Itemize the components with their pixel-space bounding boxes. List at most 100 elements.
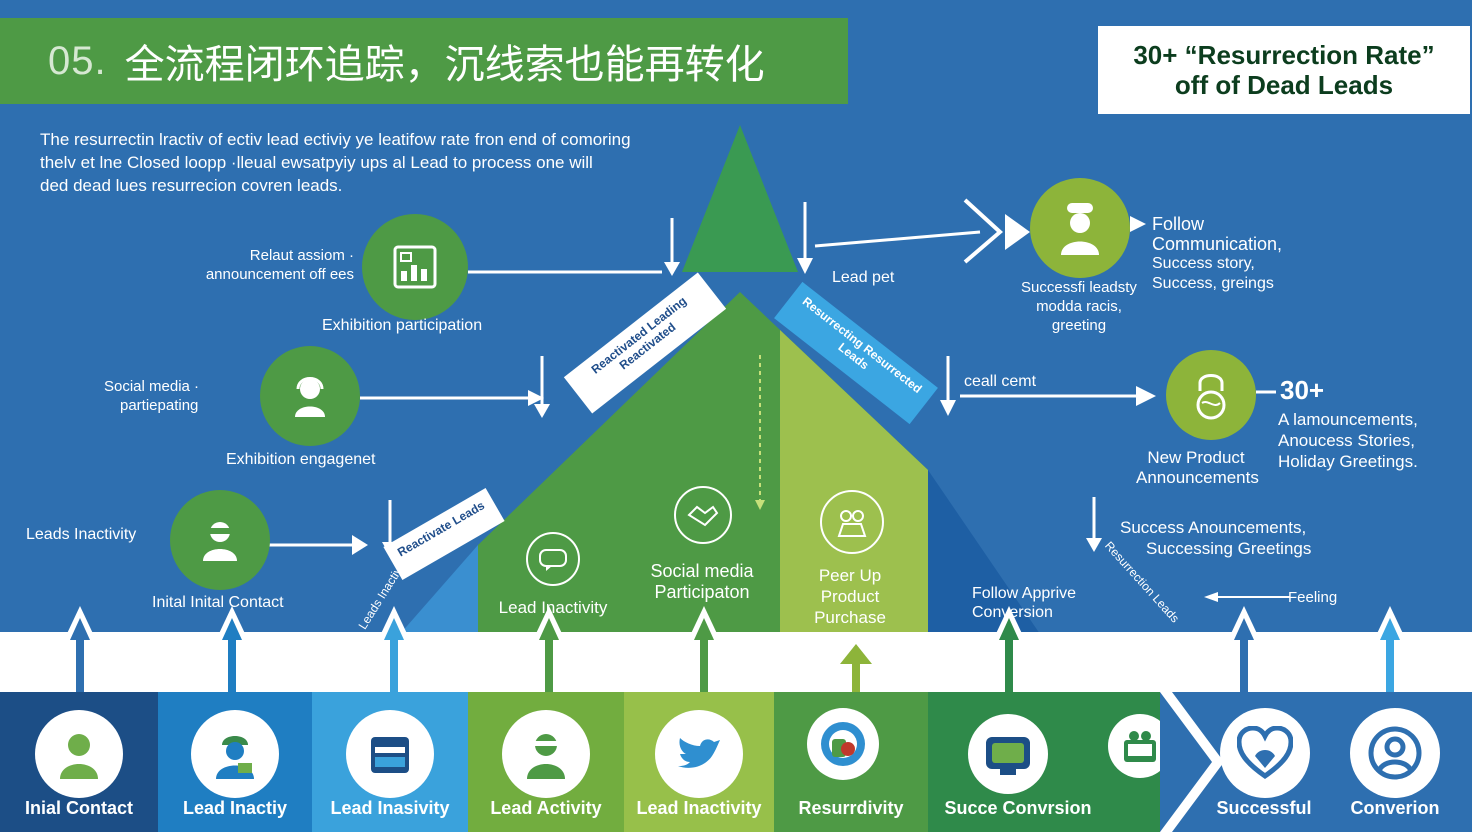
left-node-3-circle xyxy=(170,490,270,590)
left-node-3-side-label: Leads Inactivity xyxy=(26,526,137,543)
left-node-1-caption: Exhibition participation xyxy=(322,317,483,334)
pyramid-col-3-icon-wrap xyxy=(820,490,884,554)
bottom-tile-1-label: Inial Contact xyxy=(24,798,133,818)
bottom-tile-6-label: Resurrdivity xyxy=(798,798,904,818)
arrow-head xyxy=(352,535,368,555)
up-arrows xyxy=(64,606,1406,692)
stat-box: 30+ “Resurrection Rate” off of Dead Lead… xyxy=(1098,26,1470,114)
arrow-head xyxy=(528,390,544,406)
feeling-label: Feeling xyxy=(1288,589,1338,606)
connector-line xyxy=(814,230,981,248)
stat-line-2: off of Dead Leads xyxy=(1174,70,1394,100)
arrow-head xyxy=(1204,592,1218,602)
up-arrow xyxy=(993,606,1025,692)
bottom-tile-10-label: Converion xyxy=(1350,798,1440,818)
bottom-tile-3: Lead Inasivity xyxy=(312,692,468,832)
pyramid-col-2-icon-wrap xyxy=(674,486,732,544)
up-arrow xyxy=(688,606,720,692)
arrow-head xyxy=(664,262,680,276)
up-arrow xyxy=(64,606,96,692)
lock-globe-icon xyxy=(1196,374,1226,420)
exhibition-board-icon xyxy=(393,245,437,289)
bottom-tile-5-label: Lead Inactivity xyxy=(636,798,762,818)
speech-bubble-icon xyxy=(539,549,567,571)
bottom-tile-9 xyxy=(1220,708,1310,798)
bottom-tile-7: Succe Convrsion xyxy=(928,692,1172,832)
title-number: 05. xyxy=(48,38,107,83)
person-icon xyxy=(60,734,98,779)
up-arrow xyxy=(840,644,872,692)
pyramid-peak xyxy=(682,125,798,272)
arrow-head xyxy=(1086,538,1102,552)
left-node-3-caption: Inital Inital Contact xyxy=(152,594,284,611)
person-icon xyxy=(527,734,565,779)
lead-pet-label: Lead pet xyxy=(832,269,895,286)
left-node-1-circle xyxy=(362,214,468,320)
heart-icon xyxy=(1237,726,1293,780)
up-arrow xyxy=(1228,606,1260,692)
chef-person-icon xyxy=(1061,203,1099,255)
intro-line-1: The resurrectin lractiv of ectiv lead ec… xyxy=(40,130,631,149)
pyramid-col-1-icon-wrap xyxy=(526,532,580,586)
arrow-head xyxy=(534,404,550,418)
page-title: 全流程闭环追踪，沉线索也能再转化 xyxy=(124,42,765,88)
device-icon xyxy=(986,737,1030,775)
person-icon xyxy=(203,522,237,561)
right-node-2-circle xyxy=(1166,350,1256,440)
bottom-tile-5: Lead Inactivity xyxy=(624,692,774,832)
intro-line-2: thelv et lne Closed loopp ·lleual ewsatp… xyxy=(40,153,593,172)
intro-text: The resurrectin lractiv of ectiv lead ec… xyxy=(40,128,720,197)
target-icon xyxy=(821,722,865,766)
bottom-tile-3-label: Lead Inasivity xyxy=(330,798,450,818)
bottom-tile-2-label: Lead Inactiy xyxy=(182,798,288,818)
left-node-2-side-label: Social media · partiepating xyxy=(104,378,200,414)
bottom-tile-7-label: Succe Convrsion xyxy=(944,798,1092,818)
bottom-tile-4-label: Lead Activity xyxy=(490,798,602,818)
pyramid-right-edge xyxy=(928,470,1040,634)
right-connectors xyxy=(797,198,1290,602)
ceall-cemt-label: ceall cemt xyxy=(964,373,1037,390)
right-node-1-caption: Successfi leadsty modda racis, greeting xyxy=(1021,279,1137,334)
person-circle-icon xyxy=(1368,726,1422,780)
bottom-tile-1: Inial Contact xyxy=(0,692,158,832)
left-node-2-caption: Exhibition engagenet xyxy=(226,451,376,468)
headset-person-icon xyxy=(295,377,325,417)
arrow-head xyxy=(1136,386,1156,406)
arrow-head xyxy=(1005,214,1030,250)
intro-line-3: ded dead lues resurrecion covren leads. xyxy=(40,176,343,195)
right-node-2-stat: 30+ xyxy=(1280,375,1325,405)
right-node-1-side-text: Follow Communication, Success story, Suc… xyxy=(1152,214,1283,292)
calendar-icon xyxy=(371,737,409,773)
pyramid-left-edge xyxy=(400,545,478,634)
bottom-tile-2: Lead Inactiy xyxy=(158,692,312,832)
white-band xyxy=(0,632,1472,692)
title-bar: 05. 全流程闭环追踪，沉线索也能再转化 xyxy=(0,18,848,104)
bird-icon xyxy=(678,738,720,768)
pyramid-col-2-label: Social media Participaton xyxy=(650,561,754,602)
worker-icon xyxy=(216,736,254,779)
arrow-head xyxy=(1130,216,1146,232)
pyramid-col-3-label: Peer Up Product Purchase xyxy=(814,566,886,627)
arrow-head xyxy=(940,400,956,416)
right-node-2-side-text: A lamouncements, Anoucess Stories, Holid… xyxy=(1278,410,1418,471)
up-arrow xyxy=(1374,606,1406,692)
up-arrow xyxy=(378,606,410,692)
gift-icon xyxy=(1124,731,1156,762)
up-arrow xyxy=(216,606,248,692)
dashed-arrow-head xyxy=(755,500,765,510)
arrow-head xyxy=(797,258,813,274)
stat-line-1: 30+ “Resurrection Rate” xyxy=(1133,40,1435,70)
handshake-icon xyxy=(687,505,719,527)
success-announcements-text: Success Anouncements, Successing Greetin… xyxy=(1120,518,1312,558)
up-arrow xyxy=(533,606,565,692)
left-node-1-side-label: Relaut assiom · announcement off ees xyxy=(205,247,354,283)
bottom-tile-4: Lead Activity xyxy=(468,692,624,832)
left-node-2-circle xyxy=(260,346,360,446)
tile-chevron-overlay xyxy=(1160,692,1224,832)
bottom-tile-9-label: Successful xyxy=(1216,798,1312,818)
right-node-1-circle xyxy=(1030,178,1130,278)
right-node-2-caption: New Product Announcements xyxy=(1136,448,1259,487)
follow-conversion-text: Follow Apprive Conversion xyxy=(972,585,1077,621)
bottom-tile-10 xyxy=(1350,708,1440,798)
